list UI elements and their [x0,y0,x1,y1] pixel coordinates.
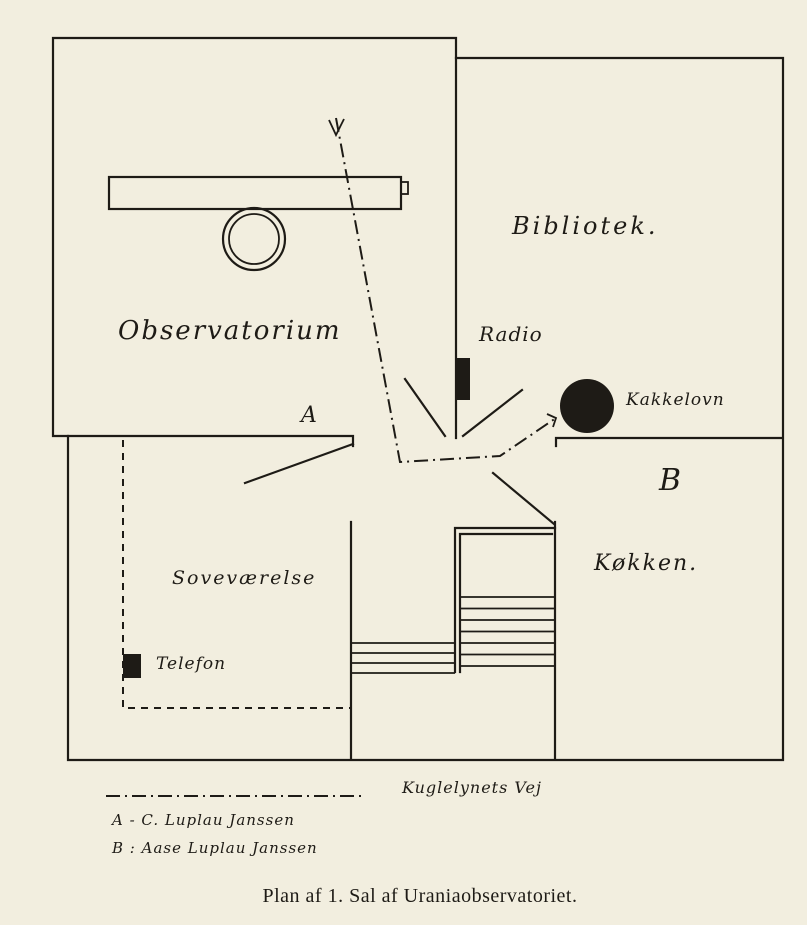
doors [243,377,556,526]
lower-walls [66,434,785,762]
label-bibliotek: Bibliotek. [511,212,659,240]
door-bibliotek [461,388,524,438]
legend-a-entry: A - C. Luplau Janssen [110,811,295,829]
lightning-arrow-top [328,118,345,138]
legend-b-entry: B : Aase Luplau Janssen [111,839,318,857]
telescope-eyepiece [400,181,409,195]
marker-b: B [658,463,681,498]
lightning-arrow-end [546,413,558,428]
label-kakkelovn: Kakkelovn [625,390,725,410]
observatorium-walls [51,36,458,448]
label-koekken: Køkken. [593,551,698,576]
telefon-cable [122,440,350,709]
door-observatorium [403,377,447,438]
stair-frame [453,526,557,674]
label-observatorium: Observatorium [118,316,342,346]
telescope-pier-inner [228,213,280,265]
kakkelovn-stove-icon [560,379,614,433]
telefon-icon [123,654,141,678]
radio-icon [456,358,470,400]
telescope [107,175,409,272]
label-sovevaerelse: Soveværelse [172,567,316,589]
lightning-route [335,117,557,464]
staircase [351,526,557,674]
figure-caption: Plan af 1. Sal af Uraniaobservatoriet. [262,885,577,907]
telescope-pier-outer [221,206,287,272]
ball-lightning-path [328,117,558,464]
marker-a: A [299,403,317,428]
door-sovevaerelse [243,442,355,485]
telescope-tube [107,175,403,211]
stair-steps [351,596,555,674]
door-koekken [491,471,556,526]
bibliotek-walls [454,56,785,760]
label-radio: Radio [478,322,543,346]
legend-path-label: Kuglelynets Vej [401,778,542,797]
label-telefon: Telefon [156,654,226,674]
legend: Kuglelynets Vej A - C. Luplau Janssen B … [106,778,542,857]
walls [51,36,785,762]
